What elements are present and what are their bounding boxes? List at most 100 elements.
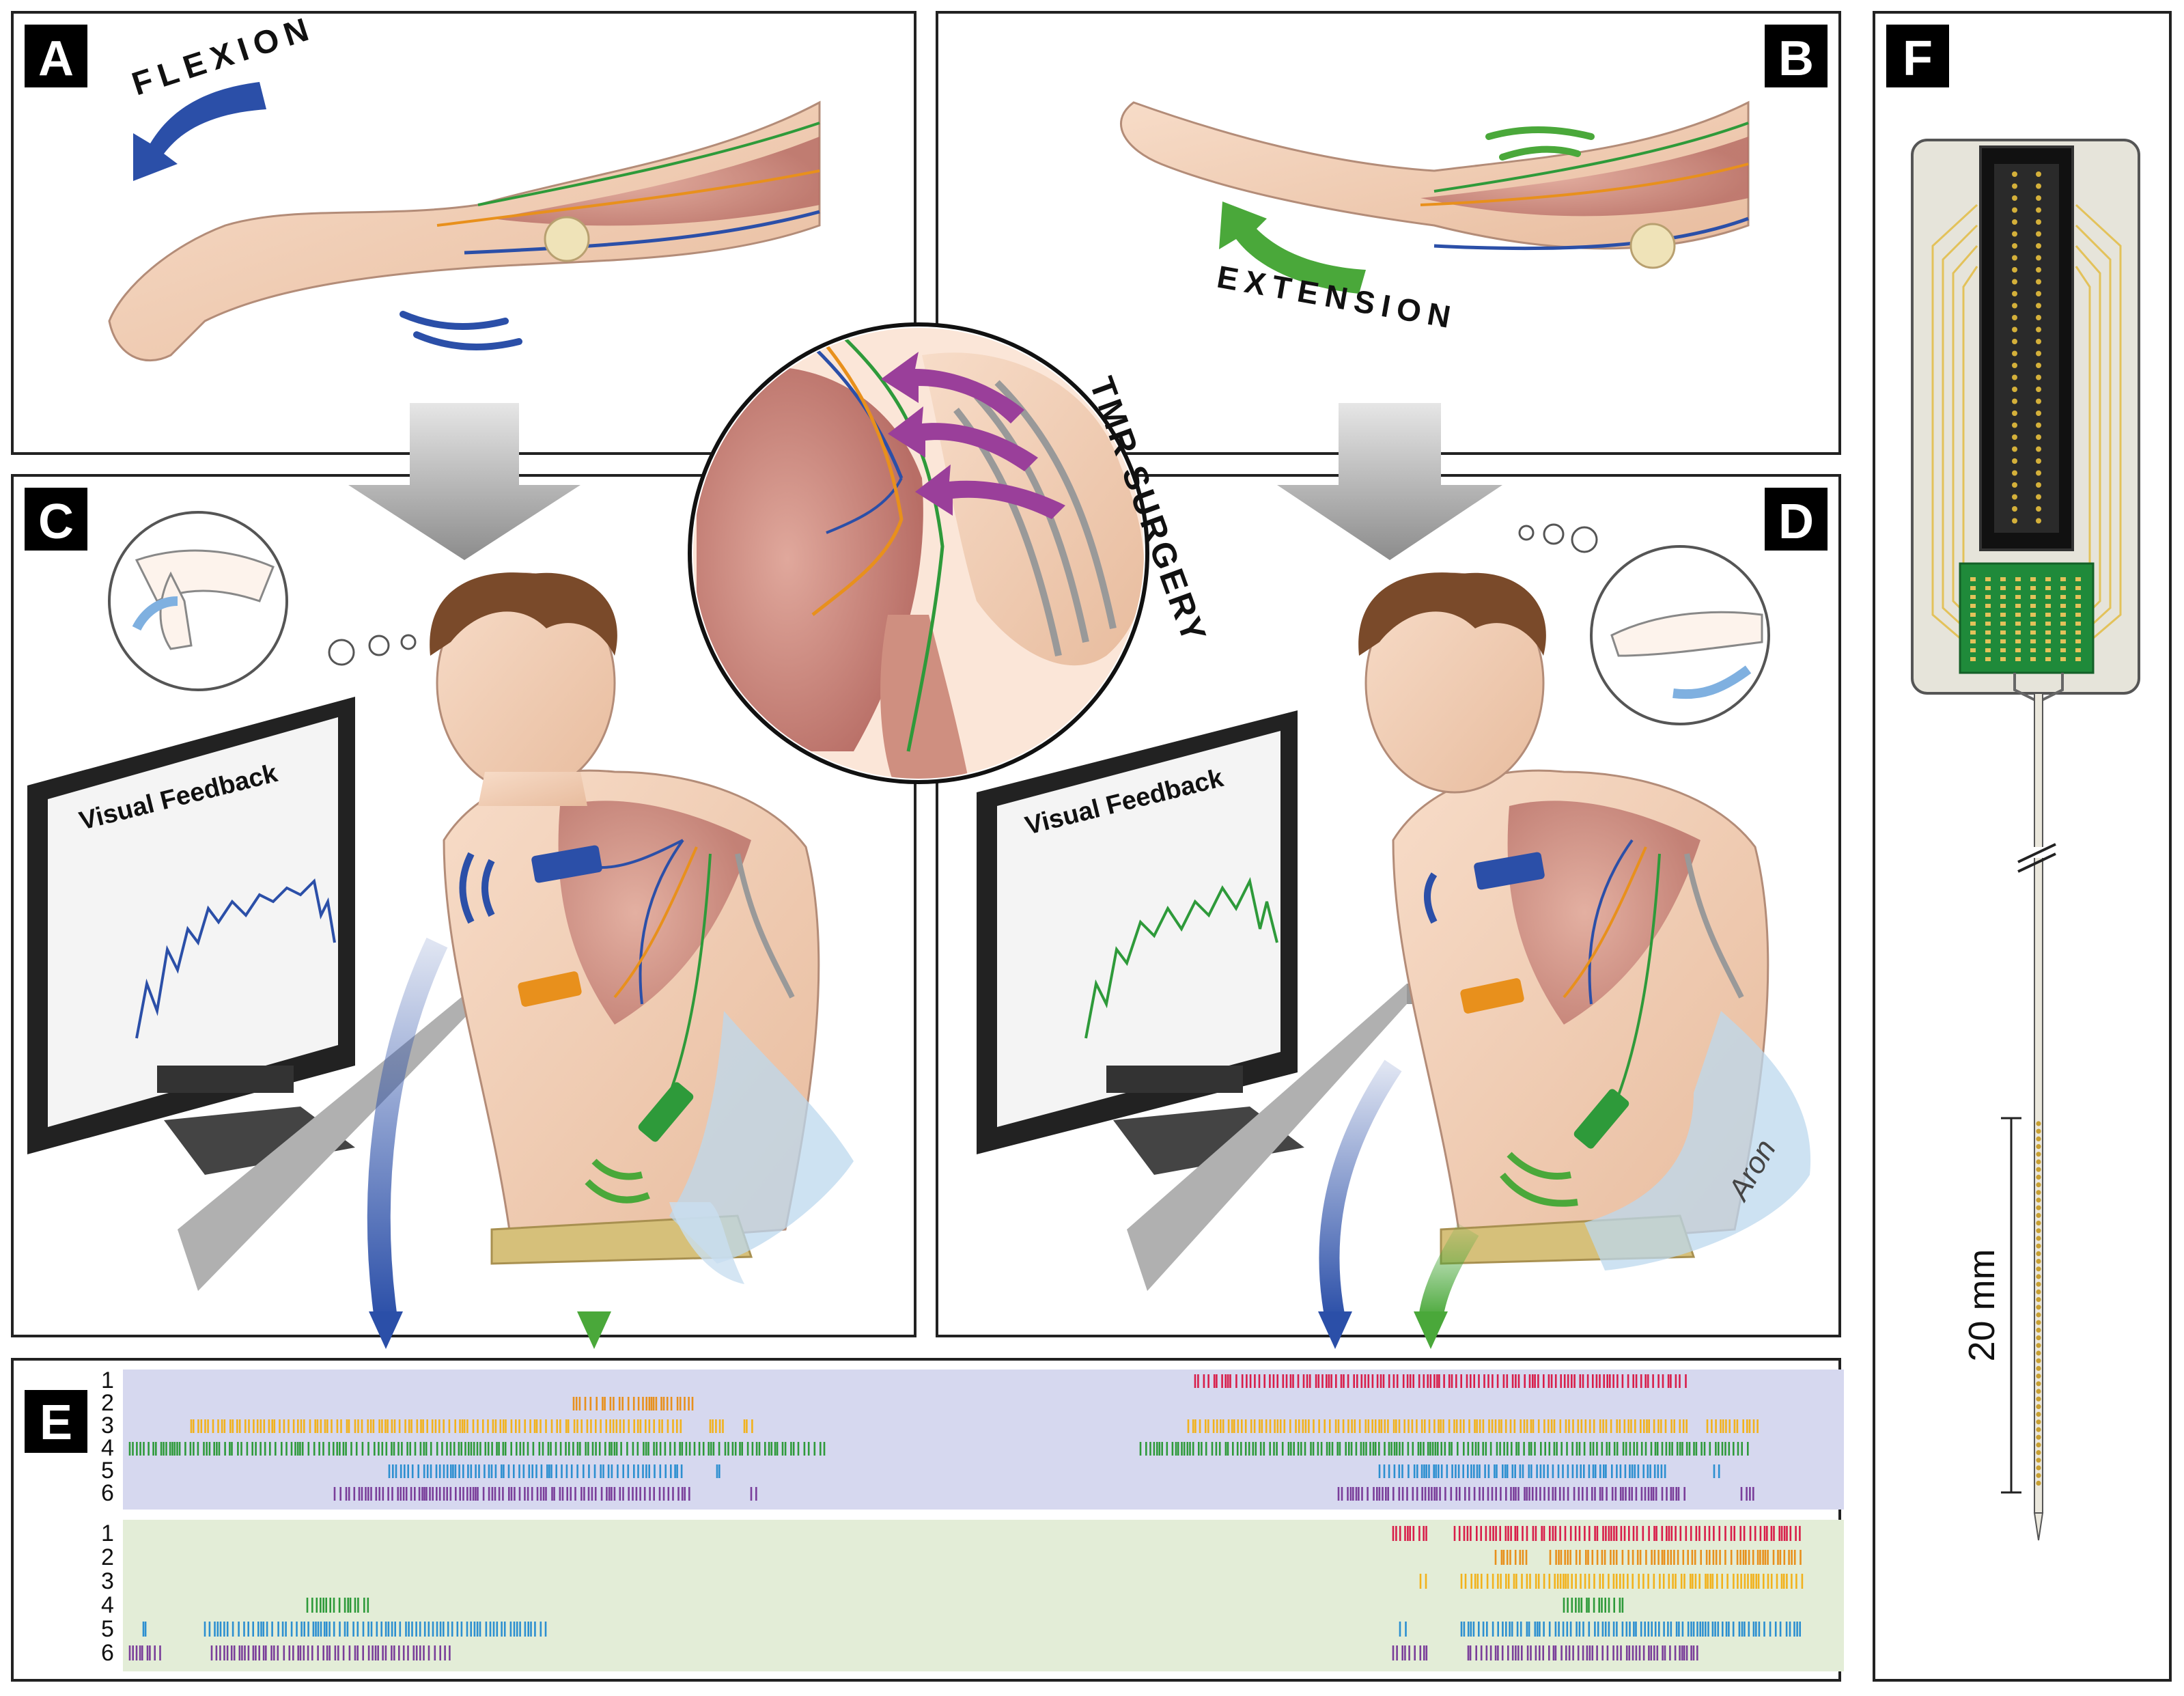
board-pad [2060, 595, 2066, 599]
extension-arrow [1219, 201, 1366, 294]
panel-c-letter: C [38, 495, 74, 549]
probe-contact [2036, 1412, 2041, 1417]
connector-pin [2012, 315, 2017, 320]
board-pad [2045, 648, 2051, 652]
board-pad [2015, 657, 2021, 661]
electrode-green-left [585, 1082, 694, 1204]
board-pad [2045, 622, 2051, 626]
board-pad [1985, 630, 1991, 635]
connector-pin [2036, 326, 2041, 333]
connector-pin [2036, 183, 2041, 189]
board-pad [1970, 622, 1976, 626]
probe-contact [2036, 1427, 2041, 1432]
connector-pin [2012, 207, 2017, 213]
board-pad [2060, 630, 2066, 635]
connector-pin [2012, 243, 2017, 249]
connector-pin [2012, 422, 2017, 428]
board-pad [1985, 577, 1991, 581]
board-pad [1970, 630, 1976, 635]
raster-bottom-row-label-1: 1 [101, 1520, 114, 1546]
probe-contact [2036, 1243, 2041, 1249]
connector-pin [2012, 458, 2017, 464]
panel-c: C Visual Feedback [11, 403, 916, 1349]
board-pad [1970, 595, 1976, 599]
board-pad [2060, 604, 2066, 608]
board-pad [2060, 586, 2066, 590]
connector-pin [2012, 255, 2017, 261]
board-pad [1985, 657, 1991, 661]
probe-contact [2036, 1419, 2041, 1425]
connector-pin [2012, 482, 2017, 488]
board-pad [1970, 613, 1976, 617]
connector-pin [2012, 339, 2017, 344]
connector-pin [2012, 303, 2017, 309]
board-pad [1970, 657, 1976, 661]
board-pad [2015, 577, 2021, 581]
connector-pin [2036, 219, 2041, 225]
probe-contact [2036, 1343, 2041, 1348]
probe-contact [2036, 1205, 2041, 1210]
board-pad [2030, 604, 2036, 608]
probe-contact [2036, 1190, 2041, 1195]
emg-trace-blue [135, 878, 336, 1039]
connector-pin [2036, 494, 2041, 500]
board-pad [2045, 577, 2051, 581]
board-pad [2075, 604, 2081, 608]
probe-contact [2036, 1289, 2041, 1294]
raster-bottom-row-label-5: 5 [101, 1616, 114, 1642]
board-pad [2030, 613, 2036, 617]
probe-contact [2036, 1182, 2041, 1188]
board-pad [2015, 613, 2021, 617]
board-pad [1970, 648, 1976, 652]
board-pad [1970, 604, 1976, 608]
electrode-blue-right [1424, 852, 1545, 924]
extension-signal-icon [1485, 126, 1595, 161]
board-pad [1985, 595, 1991, 599]
probe-contact [2036, 1327, 2041, 1333]
probe-contact [2036, 1197, 2041, 1203]
connector-pin [2036, 350, 2041, 357]
connector-pin [2012, 279, 2017, 285]
panel-e-letter: E [40, 1395, 72, 1450]
probe-contact [2036, 1404, 2041, 1409]
connector-pin [2012, 267, 2017, 273]
down-arrow-gray-left [348, 403, 580, 560]
raster-flexion [128, 1374, 1759, 1501]
probe-contact [2036, 1312, 2041, 1318]
connector-pin [2036, 315, 2041, 320]
board-pad [1985, 586, 1991, 590]
probe-contact [2036, 1358, 2041, 1363]
signal-arrow-blue-left [367, 937, 448, 1320]
board-pad [2075, 577, 2081, 581]
connector-pin [2012, 183, 2017, 189]
probe-contact [2036, 1136, 2041, 1141]
board-pad [2000, 586, 2006, 590]
probe-contact [2036, 1266, 2041, 1272]
raster-bottom-row-label-3: 3 [101, 1568, 114, 1594]
signal-arrow-green-right [1418, 1223, 1479, 1320]
board-pad [2060, 639, 2066, 643]
connector-pin [2012, 374, 2017, 380]
connector-pin [2036, 398, 2041, 404]
raster-top-row-label-6: 6 [101, 1480, 114, 1506]
board-pad [2045, 613, 2051, 617]
connector-pin [2036, 482, 2041, 488]
connector-pin [2036, 207, 2041, 213]
probe-contact [2036, 1389, 2041, 1394]
connector-pin [2036, 231, 2041, 237]
probe-contact [2036, 1167, 2041, 1172]
raster-top-row-label-3: 3 [101, 1413, 114, 1438]
connector-pins [2012, 171, 2041, 524]
probe-contact [2036, 1297, 2041, 1303]
board-pad [2075, 622, 2081, 626]
board-pad [1985, 648, 1991, 652]
probe-contact [2036, 1350, 2041, 1356]
connector-pin [2012, 231, 2017, 237]
electrode-array-device [1911, 139, 2140, 1541]
connector-pin [2036, 267, 2041, 273]
board-pad [2075, 657, 2081, 661]
board-pad [2075, 613, 2081, 617]
raster-top-row-label-4: 4 [101, 1435, 114, 1461]
connector-pin [2036, 506, 2041, 512]
connector-pin [2012, 506, 2017, 512]
